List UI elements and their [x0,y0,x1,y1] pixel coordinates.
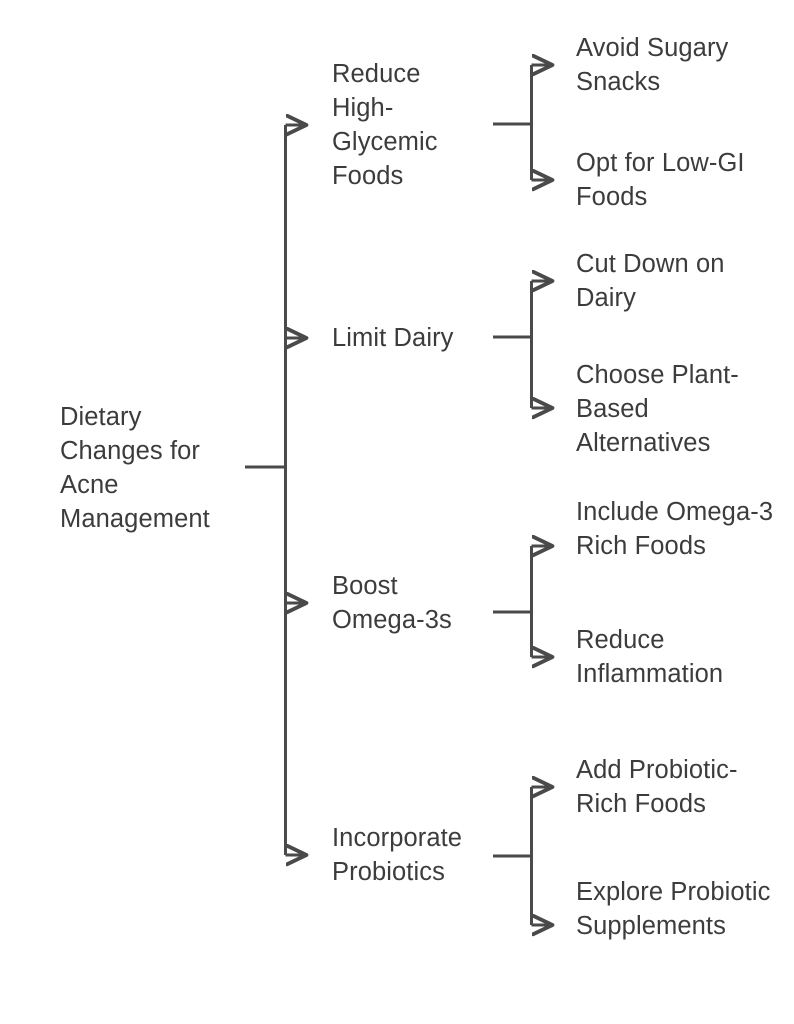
leaf-node-explore-probiotic-supplements[interactable]: Explore Probiotic Supplements [576,878,771,940]
leaf-node-avoid-sugary-snacks[interactable]: Avoid Sugary Snacks [576,34,729,96]
branch-node-boost-omega-3s[interactable]: Boost Omega-3s [332,572,452,634]
branch-node-incorporate-probiotics[interactable]: Incorporate Probiotics [332,824,463,886]
leaf-node-choose-plant-based-alternatives[interactable]: Choose Plant-Based Alternatives [576,361,739,457]
branch-node-reduce-high-glycemic-foods[interactable]: Reduce High-Glycemic Foods [332,60,438,190]
leaf-node-opt-for-low-gi-foods[interactable]: Opt for Low-GI Foods [576,149,745,211]
branch-node-limit-dairy[interactable]: Limit Dairy [332,324,454,352]
leaf-node-include-omega-3-rich-foods[interactable]: Include Omega-3 Rich Foods [576,498,774,560]
leaf-node-reduce-inflammation[interactable]: Reduce Inflammation [576,626,724,688]
leaf-node-cut-down-on-dairy[interactable]: Cut Down on Dairy [576,250,725,312]
leaf-node-add-probiotic-rich-foods[interactable]: Add Probiotic-Rich Foods [576,756,738,818]
root-node[interactable]: Dietary Changes for Acne Management [60,403,210,533]
